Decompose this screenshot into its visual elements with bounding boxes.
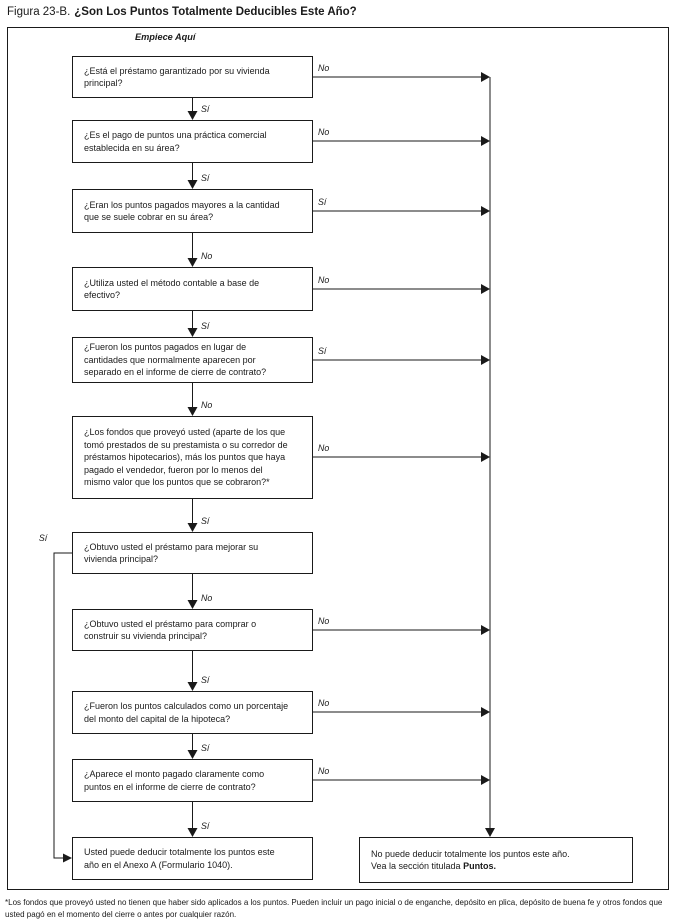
question-box-4: ¿Utiliza usted el método contable a base… [72, 267, 313, 311]
not-deductible-text: No puede deducir totalmente los puntos e… [371, 848, 570, 859]
arrow-label-side-4: No [318, 275, 330, 285]
question-box-1: ¿Está el préstamo garantizado por su viv… [72, 56, 313, 98]
question-box-8: ¿Obtuvo usted el préstamo para comprar o… [72, 609, 313, 651]
arrow-label-down-1: Sí [201, 104, 210, 114]
result-box-deductible: Usted puede deducir totalmente los punto… [72, 837, 313, 880]
arrow-label-down-7: No [201, 593, 213, 603]
question-box-5: ¿Fueron los puntos pagados en lugar de c… [72, 337, 313, 383]
question-box-7: ¿Obtuvo usted el préstamo para mejorar s… [72, 532, 313, 574]
result-box-not-deductible: No puede deducir totalmente los puntos e… [359, 837, 633, 883]
arrow-label-down-9: Sí [201, 743, 210, 753]
arrow-label-side-6: No [318, 443, 330, 453]
arrow-label-down-6: Sí [201, 516, 210, 526]
arrow-label-down-4: Sí [201, 321, 210, 331]
arrow-label-side-3: Sí [318, 197, 327, 207]
not-deductible-see-text: Vea la sección titulada [371, 861, 464, 871]
arrow-label-side-9: No [318, 698, 330, 708]
arrow-label-down-5: No [201, 400, 213, 410]
figure-number: Figura 23-B. [7, 6, 71, 18]
footnote: *Los fondos que proveyó usted no tienen … [5, 898, 663, 919]
arrow-label-side-7: Sí [38, 533, 48, 543]
figure-title: Figura 23-B.¿Son Los Puntos Totalmente D… [7, 6, 357, 18]
arrow-label-side-5: Sí [318, 346, 327, 356]
arrow-label-side-2: No [318, 127, 330, 137]
flowchart-connectors [53, 72, 495, 863]
arrow-label-side-8: No [318, 616, 330, 626]
question-box-9: ¿Fueron los puntos calculados como un po… [72, 691, 313, 734]
not-deductible-see-bold: Puntos. [463, 861, 497, 871]
figure-heading: ¿Son Los Puntos Totalmente Deducibles Es… [74, 6, 357, 18]
arrow-label-side-1: No [318, 63, 330, 73]
question-box-6: ¿Los fondos que proveyó usted (aparte de… [72, 416, 313, 499]
question-box-10: ¿Aparece el monto pagado claramente como… [72, 759, 313, 802]
arrow-label-down-3: No [201, 251, 213, 261]
question-box-3: ¿Eran los puntos pagados mayores a la ca… [72, 189, 313, 233]
question-box-2: ¿Es el pago de puntos una práctica comer… [72, 120, 313, 163]
arrow-label-down-2: Sí [201, 173, 210, 183]
arrow-label-side-10: No [318, 766, 330, 776]
arrow-label-down-8: Sí [201, 675, 210, 685]
arrow-label-down-10: Sí [201, 821, 210, 831]
flowchart-canvas: Empiece Aquí ¿Está el préstamo garantiza… [7, 27, 669, 890]
start-here-label: Empiece Aquí [135, 32, 196, 42]
